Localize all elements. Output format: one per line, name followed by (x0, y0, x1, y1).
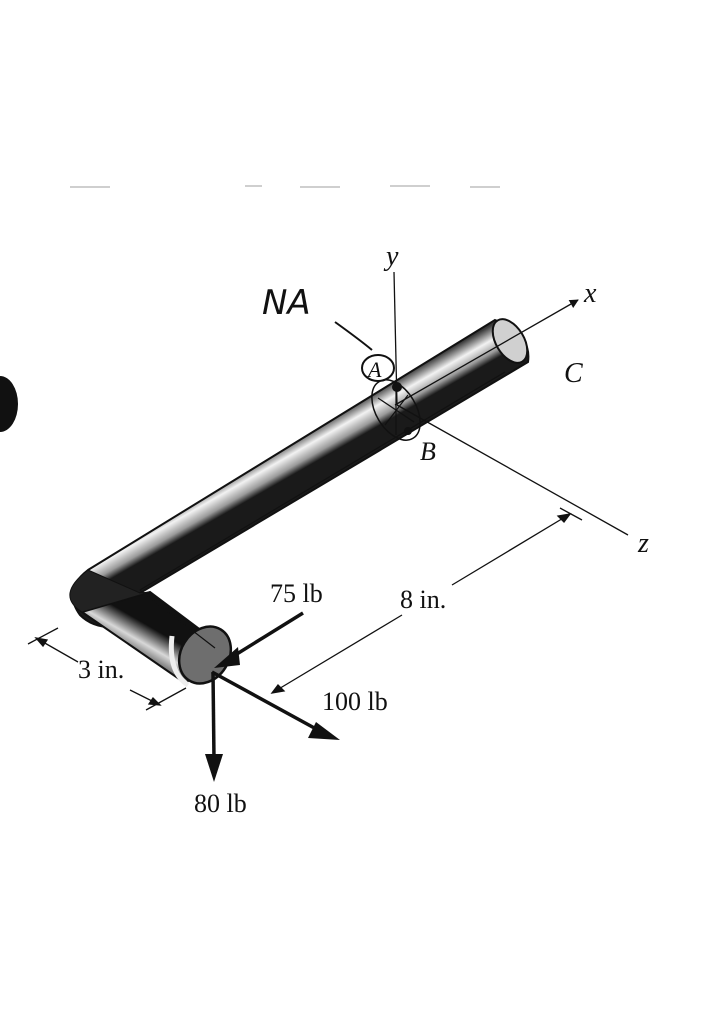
free-end-face (177, 625, 233, 685)
pipe-centerline (139, 371, 506, 591)
axis-label-y: y (383, 241, 399, 272)
force-80lb-arrow (205, 671, 223, 782)
cross-section (371, 379, 421, 441)
axis-label-z: z (637, 528, 649, 559)
dimension-label-3in: 3 in. (78, 655, 124, 684)
dimension-3in (27, 627, 187, 711)
dimension-8in (270, 507, 583, 694)
force-100lb-arrow (211, 670, 340, 740)
scan-artifacts (70, 185, 500, 188)
force-label-100lb: 100 lb (322, 687, 388, 716)
point-label-c: C (564, 358, 583, 389)
force-label-75lb: 75 lb (270, 579, 323, 608)
z-axis (396, 404, 629, 536)
dimension-label-8in: 8 in. (400, 585, 446, 614)
point-label-a: A (366, 357, 382, 382)
pipe-elbow (69, 569, 151, 613)
handwritten-pointer (334, 321, 373, 351)
point-label-b: B (420, 437, 436, 466)
point-a-dot (392, 382, 402, 392)
edge-mark (0, 376, 18, 432)
x-axis (394, 299, 579, 406)
axis-label-x: x (583, 278, 597, 309)
circle-a (361, 354, 395, 382)
force-label-80lb: 80 lb (194, 789, 247, 818)
leg-centerline (139, 589, 216, 649)
force-75lb-arrow (214, 611, 304, 668)
free-end-rim (168, 635, 190, 688)
pipe-end-cap (491, 318, 529, 364)
handwritten-na: NA (262, 283, 311, 323)
point-b-dot (404, 427, 412, 435)
